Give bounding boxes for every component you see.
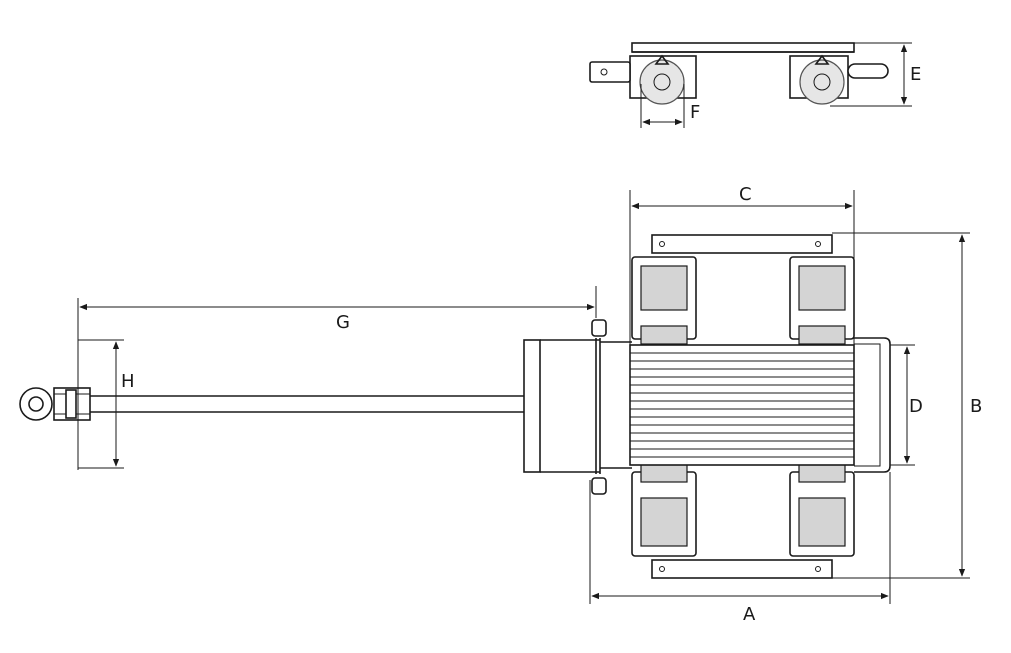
dimension-label-d: D bbox=[909, 396, 923, 417]
top-view bbox=[19, 234, 891, 579]
side-view: E F bbox=[589, 42, 921, 128]
dimension-label-f: F bbox=[690, 102, 700, 123]
dimension-label-a: A bbox=[743, 604, 756, 625]
dimension-label-h: H bbox=[121, 371, 135, 392]
turntable-ribs bbox=[630, 352, 854, 458]
dimension-label-g: G bbox=[336, 312, 350, 333]
dimension-lines bbox=[77, 190, 970, 604]
dimension-label-b: B bbox=[970, 396, 982, 417]
dimension-label-e: E bbox=[910, 64, 921, 85]
dimension-label-c: C bbox=[739, 184, 752, 205]
